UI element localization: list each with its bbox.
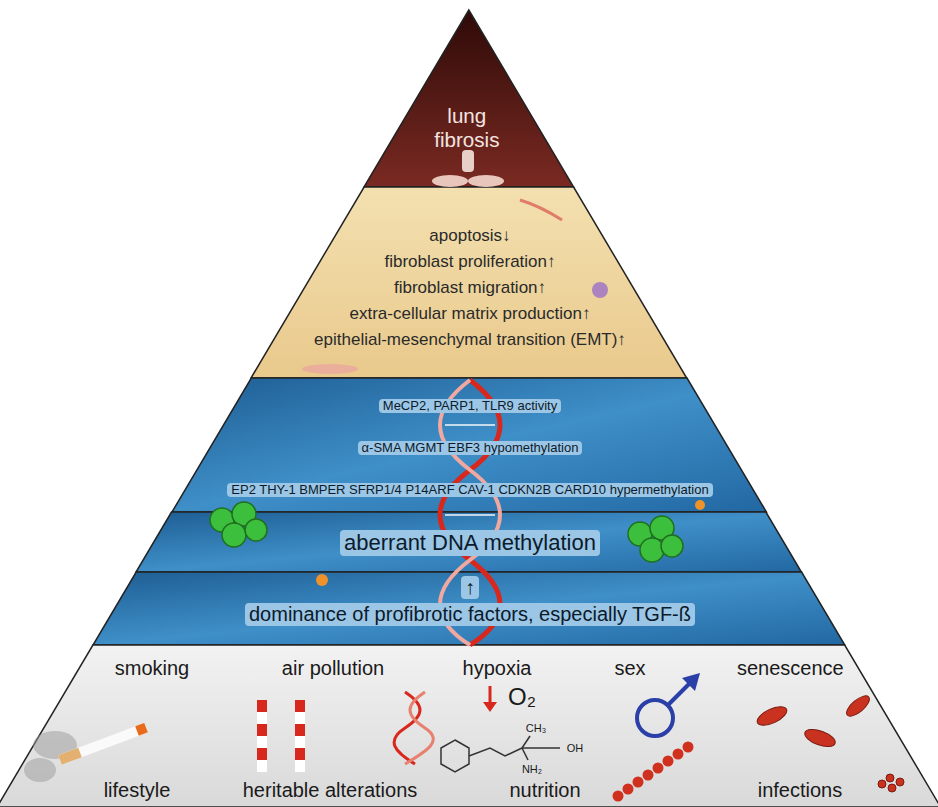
risk-factor: lifestyle <box>104 779 171 802</box>
dna-strand <box>440 380 500 645</box>
fibroblast <box>302 364 358 374</box>
risk-factor: smoking <box>115 657 189 680</box>
molecule <box>441 736 560 772</box>
fibroblast <box>520 200 562 220</box>
chemical-group: OH <box>567 742 584 755</box>
dna-icon <box>394 692 420 764</box>
bead-chain <box>613 742 694 802</box>
oxygen-label: O₂ <box>508 683 536 711</box>
effect-label: fibroblast migration↑ <box>394 278 546 298</box>
band-heading: dominance of profibrotic factors, especi… <box>245 603 695 626</box>
chemical-group: CH₃ <box>526 722 546 735</box>
band-outline <box>0 645 938 807</box>
dna-icon <box>405 692 433 764</box>
effect-label: epithelial-mesenchymal transition (EMT)↑ <box>314 330 626 350</box>
dna-strand <box>440 380 500 645</box>
factor-band: ↑ dominance of profibrotic factors, espec… <box>93 572 845 645</box>
male-symbol <box>637 679 694 736</box>
risk-factor: air pollution <box>282 657 384 680</box>
cell-nucleus <box>592 282 608 298</box>
risk-factor: heritable alterations <box>243 779 418 802</box>
up-arrow: ↑ <box>461 576 479 599</box>
male-symbol <box>682 673 700 691</box>
trachea <box>462 150 474 172</box>
band-outline <box>93 572 845 645</box>
risk-factor: sex <box>614 657 645 680</box>
cellular-band: apoptosis↓ fibroblast proliferation↑ fibro… <box>251 187 687 378</box>
effect-label: apoptosis↓ <box>429 226 510 246</box>
gene-band: MeCP2, PARP1, TLR9 activity α-SMA MGMT EB… <box>172 378 766 512</box>
chemical-group: NH₂ <box>522 763 542 776</box>
band-outline <box>251 187 687 378</box>
nucleosome <box>210 502 267 547</box>
dna-rungs <box>445 425 495 605</box>
risk-factor: senescence <box>737 657 844 680</box>
band-outline <box>172 378 766 512</box>
lung-lobe <box>432 175 468 187</box>
effect-label: fibroblast proliferation↑ <box>384 252 555 272</box>
gene-label: MeCP2, PARP1, TLR9 activity <box>379 399 561 414</box>
effect-label: extra-cellular matrix production↑ <box>350 304 591 324</box>
gene-label: EP2 THY-1 BMPER SFRP1/4 P14ARF CAV-1 CDK… <box>227 483 712 498</box>
risk-factor: nutrition <box>509 779 580 802</box>
gene-label: α-SMA MGMT EBF3 hypomethylation <box>358 441 583 456</box>
band-heading: aberrant DNA methylation <box>340 530 600 555</box>
risk-factor: infections <box>758 779 843 802</box>
cigarette <box>24 728 146 782</box>
band-outline <box>364 10 574 187</box>
striped-chimney <box>257 700 305 772</box>
methyl-group <box>316 574 328 586</box>
risk-factor: hypoxia <box>463 657 532 680</box>
bacteria <box>755 692 904 792</box>
down-arrow <box>483 702 497 712</box>
outcome-label: lung fibrosis <box>417 104 517 151</box>
lung-lobe <box>468 175 504 187</box>
nucleosome <box>628 516 683 562</box>
methyl-group <box>695 500 705 510</box>
